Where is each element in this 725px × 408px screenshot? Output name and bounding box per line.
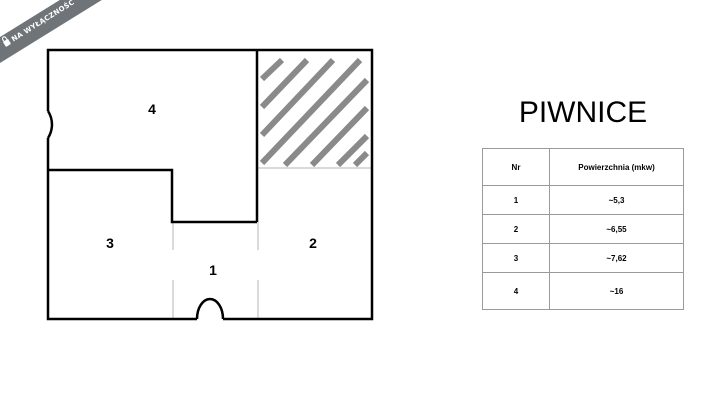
room-nr-cell: 2 [482, 214, 550, 244]
partition-lines [172, 167, 372, 318]
room-label-1: 1 [209, 262, 217, 278]
room-nr-cell: 4 [482, 272, 550, 310]
watermark-ribbon: NA WYŁĄCZNOŚĆ [0, 0, 102, 63]
table-row: 4 ~16 [482, 272, 684, 310]
hatched-area [258, 52, 372, 168]
column-header-area: Powierzchnia (mkw) [549, 148, 684, 186]
room-area-cell: ~7,62 [549, 243, 684, 273]
room-label-4: 4 [148, 101, 156, 117]
section-title: PIWNICE [518, 96, 648, 129]
table-row: 3 ~7,62 [482, 243, 684, 273]
area-table: Nr Powierzchnia (mkw) 1 ~5,3 2 ~6,55 3 ~… [482, 148, 684, 310]
room-area-cell: ~5,3 [549, 185, 684, 215]
table-row: 1 ~5,3 [482, 185, 684, 215]
walls [46, 48, 374, 321]
room-label-3: 3 [106, 235, 114, 251]
table-header-row: Nr Powierzchnia (mkw) [482, 148, 684, 186]
room-area-cell: ~6,55 [549, 214, 684, 244]
room-nr-cell: 3 [482, 243, 550, 273]
table-row: 2 ~6,55 [482, 214, 684, 244]
column-header-nr: Nr [482, 148, 550, 186]
floor-plan: 1 2 3 4 NA WYŁĄCZNOŚĆ [0, 0, 374, 321]
room-nr-cell: 1 [482, 185, 550, 215]
room-label-2: 2 [309, 235, 317, 251]
room-area-cell: ~16 [549, 272, 684, 310]
lock-icon [1, 36, 11, 47]
